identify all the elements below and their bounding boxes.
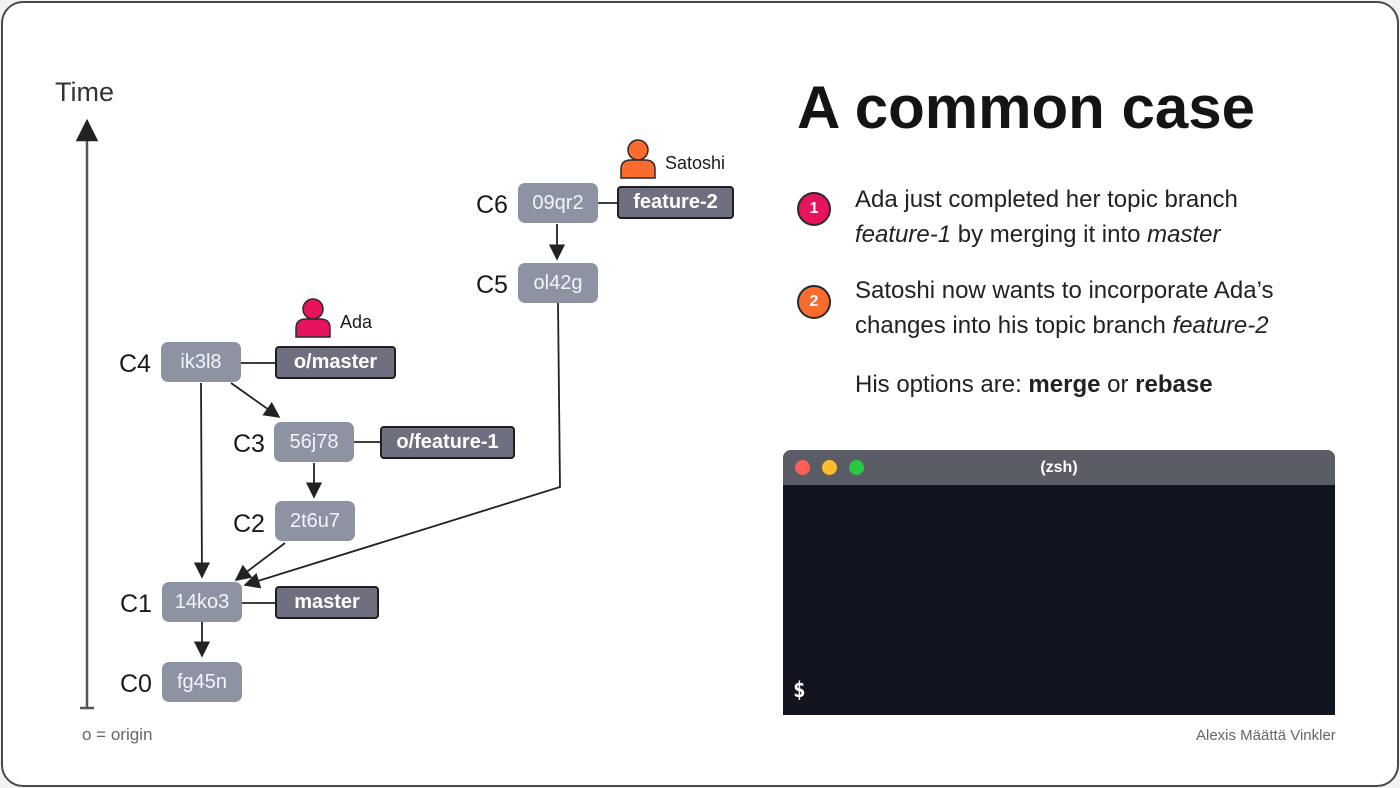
origin-legend: o = origin — [82, 725, 153, 744]
terminal-prompt[interactable]: $ — [793, 678, 806, 702]
commit-node-c5: ol42g — [518, 263, 598, 303]
step-1-line-1: Ada just completed her topic branch — [855, 186, 1238, 213]
commit-label-c0: C0 — [120, 670, 152, 698]
commit-node-c0: fg45n — [162, 662, 242, 702]
step-1-branch-master: master — [1147, 221, 1221, 248]
commit-node-c6: 09qr2 — [518, 183, 598, 223]
commit-label-c1: C1 — [120, 590, 152, 618]
terminal-title-bar: (zsh) — [783, 450, 1335, 485]
step-1-text: Ada just completed her topic branch feat… — [855, 182, 1335, 252]
branch-origin-feature-1: o/feature-1 — [380, 426, 515, 459]
step-2-middle-text: changes into his topic branch — [855, 312, 1173, 339]
branch-master: master — [275, 586, 379, 619]
step-2-text: Satoshi now wants to incorporate Ada’s c… — [855, 273, 1335, 343]
edge-c4-c1 — [193, 382, 211, 579]
commit-label-c6: C6 — [476, 191, 508, 219]
maximize-window-dot-icon[interactable] — [849, 460, 864, 475]
ada-person-icon — [295, 298, 331, 338]
branch-origin-master: o/master — [275, 346, 396, 379]
satoshi-person-icon — [620, 139, 656, 179]
satoshi-name: Satoshi — [665, 153, 726, 173]
option-rebase: rebase — [1135, 371, 1213, 398]
step-2-badge: 2 — [797, 285, 831, 319]
commit-node-c3: 56j78 — [274, 422, 354, 462]
close-window-dot-icon[interactable] — [795, 460, 810, 475]
minimize-window-dot-icon[interactable] — [822, 460, 837, 475]
step-1-branch-feature-1: feature-1 — [855, 221, 952, 248]
options-text: His options are: merge or rebase — [855, 367, 1335, 402]
step-1-middle-text: by merging it into — [951, 221, 1148, 248]
commit-label-c2: C2 — [233, 510, 265, 538]
time-axis-label: Time — [55, 77, 114, 107]
terminal-title: (zsh) — [1040, 459, 1078, 476]
options-connector: or — [1100, 371, 1136, 398]
options-prefix: His options are: — [855, 371, 1029, 398]
commit-label-c5: C5 — [476, 271, 508, 299]
commit-node-c4: ik3l8 — [161, 342, 241, 382]
commit-node-c2: 2t6u7 — [275, 501, 355, 541]
terminal-window[interactable]: (zsh) $ — [783, 450, 1335, 715]
commit-graph-edges — [75, 118, 656, 710]
edge-c4-c3 — [230, 382, 281, 418]
commit-label-c4: C4 — [119, 350, 151, 378]
edge-c5-c1 — [243, 302, 561, 589]
commit-label-c3: C3 — [233, 430, 265, 458]
author-credit: Alexis Määttä Vinkler — [1196, 727, 1336, 744]
step-1-line-2: feature-1 by merging it into master — [855, 217, 1335, 252]
option-merge: merge — [1028, 371, 1101, 398]
step-1-badge: 1 — [797, 192, 831, 226]
commit-node-c1: 14ko3 — [162, 582, 242, 622]
step-2-line-1: Satoshi now wants to incorporate Ada’s — [855, 277, 1274, 304]
branch-feature-2: feature-2 — [617, 186, 734, 219]
ada-name: Ada — [340, 312, 373, 332]
step-2-branch-feature-2: feature-2 — [1172, 312, 1269, 339]
step-2-line-2: changes into his topic branch feature-2 — [855, 308, 1335, 343]
slide-title: A common case — [797, 74, 1255, 141]
